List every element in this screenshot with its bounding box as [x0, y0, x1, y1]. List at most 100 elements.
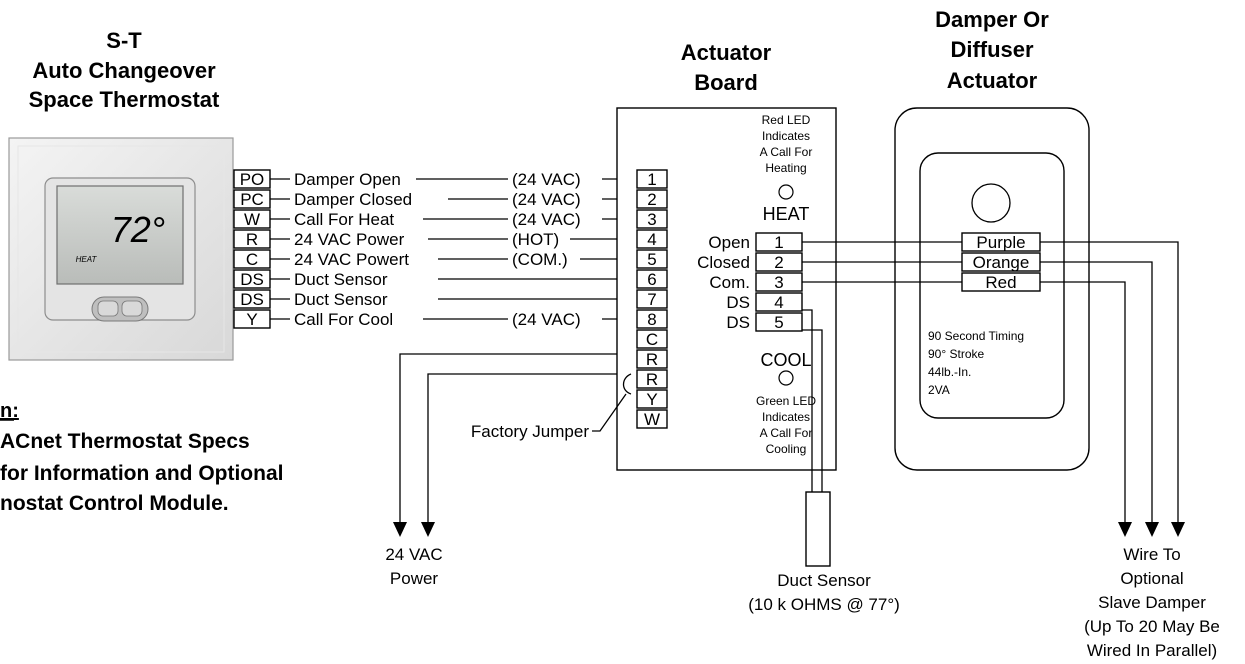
board-right-terminal-num: 4: [774, 293, 783, 312]
note-line-3: nostat Control Module.: [0, 492, 229, 515]
damper-spec-4: 2VA: [928, 383, 950, 397]
board-terminal-label: 1: [647, 170, 656, 189]
wire-spec: (24 VAC): [512, 310, 581, 329]
wire-label: Duct Sensor: [294, 290, 388, 309]
slave-label-5: Wired In Parallel): [1087, 641, 1217, 660]
arrow-icon: [421, 522, 435, 537]
thermostat-title-line-2: Auto Changeover: [32, 58, 216, 83]
thermostat-wires: Damper Open (24 VAC) Damper Closed (24 VAC)…: [270, 170, 637, 329]
heat-led-text-1: Red LED: [762, 113, 811, 127]
power-label-line-1: 24 VAC: [385, 545, 442, 564]
thermostat-terminal-label: C: [246, 250, 258, 269]
board-right-terminal-name: DS: [726, 313, 750, 332]
board-terminal-label: W: [644, 410, 660, 429]
board-right-terminal-name: Open: [708, 233, 750, 252]
damper-spec-2: 90° Stroke: [928, 347, 984, 361]
board-right-terminal: [755, 312, 803, 332]
thermostat-terminal-label: DS: [240, 290, 264, 309]
board-terminal-label: 5: [647, 250, 656, 269]
wire-label: Call For Heat: [294, 210, 394, 229]
note-heading: n:: [0, 400, 19, 422]
thermostat-terminal-label: DS: [240, 270, 264, 289]
wire-spec: (24 VAC): [512, 210, 581, 229]
board-terminal: [636, 189, 668, 209]
wire-row: 24 VAC Powert (COM.): [270, 250, 637, 269]
duct-sensor-label-2: (10 k OHMS @ 77°): [748, 595, 900, 614]
heat-led-text-2: Indicates: [762, 129, 810, 143]
wire-label: 24 VAC Powert: [294, 250, 409, 269]
thermostat-device-image: 72° HEAT: [8, 137, 234, 361]
wire-color-label: Red: [985, 273, 1016, 292]
board-terminal: [636, 209, 668, 229]
wire-spec: (24 VAC): [512, 190, 581, 209]
arrow-icon: [1118, 522, 1132, 537]
thermostat-down-button: [121, 300, 143, 317]
damper-title-line-1: Damper Or: [935, 7, 1049, 32]
thermostat-terminal-label: PC: [240, 190, 264, 209]
wire-label: 24 VAC Power: [294, 230, 405, 249]
board-terminal-label: R: [646, 370, 658, 389]
board-terminal: [636, 289, 668, 309]
board-terminal: [636, 409, 668, 429]
note-line-2: for Information and Optional: [0, 462, 283, 485]
thermostat-terminal-label: Y: [246, 310, 257, 329]
cool-led-text-2: Indicates: [762, 410, 810, 424]
damper-title-line-2: Diffuser: [950, 37, 1034, 62]
thermostat-terminal-label: PO: [240, 170, 265, 189]
wire-row: Call For Heat (24 VAC): [270, 210, 637, 229]
thermostat-display-mode: HEAT: [76, 255, 98, 264]
factory-jumper-label: Factory Jumper: [471, 422, 589, 441]
cool-led-icon: [778, 370, 794, 386]
heat-led-text-4: Heating: [765, 161, 806, 175]
board-terminal-label: C: [646, 330, 658, 349]
board-terminal: [636, 389, 668, 409]
wire-row: Damper Open (24 VAC): [270, 170, 637, 189]
heat-led-icon: [778, 184, 794, 200]
power-supply-wires: 24 VAC Power: [385, 353, 637, 588]
damper-shaft-icon: [971, 183, 1011, 223]
wire-label: Call For Cool: [294, 310, 393, 329]
board-terminal-label: 4: [647, 230, 656, 249]
slave-label-2: Optional: [1120, 569, 1183, 588]
wire-spec: (COM.): [512, 250, 568, 269]
board-terminal-label: 6: [647, 270, 656, 289]
factory-jumper-loop: [622, 373, 632, 395]
duct-sensor-label-1: Duct Sensor: [777, 571, 871, 590]
wire-label: Damper Closed: [294, 190, 412, 209]
board-right-terminal-name: DS: [726, 293, 750, 312]
board-right-terminal-name: Closed: [697, 253, 750, 272]
heat-label: HEAT: [763, 204, 810, 224]
wire-color-label: Purple: [976, 233, 1025, 252]
heat-led-text-3: A Call For: [760, 145, 813, 159]
board-right-terminal-num: 2: [774, 253, 783, 272]
damper-wire: Purple: [802, 232, 1185, 537]
damper-title-line-3: Actuator: [947, 68, 1038, 93]
arrow-icon: [393, 522, 407, 537]
wire-label: Damper Open: [294, 170, 401, 189]
cool-label: COOL: [760, 350, 811, 370]
arrow-icon: [1145, 522, 1159, 537]
board-terminal: [636, 309, 668, 329]
damper-wire: Red: [802, 272, 1132, 537]
board-right-terminal-num: 1: [774, 233, 783, 252]
thermostat-title-line-1: S-T: [106, 28, 142, 53]
board-right-terminal-name: Com.: [709, 273, 750, 292]
board-terminal-label: 2: [647, 190, 656, 209]
slave-label-3: Slave Damper: [1098, 593, 1206, 612]
thermostat-terminal-label: R: [246, 230, 258, 249]
damper-wire: Orange: [802, 252, 1159, 537]
wire-row: Call For Cool (24 VAC): [270, 310, 637, 329]
board-terminal: [636, 249, 668, 269]
wire-color-label: Orange: [973, 253, 1030, 272]
thermostat-title-line-3: Space Thermostat: [29, 87, 220, 112]
wire-spec: (24 VAC): [512, 170, 581, 189]
wire-row: Damper Closed (24 VAC): [270, 190, 637, 209]
thermostat-display-temp: 72°: [111, 209, 165, 250]
board-terminal-label: 3: [647, 210, 656, 229]
thermostat-terminal-label: W: [244, 210, 260, 229]
duct-sensor-probe: [805, 491, 831, 567]
